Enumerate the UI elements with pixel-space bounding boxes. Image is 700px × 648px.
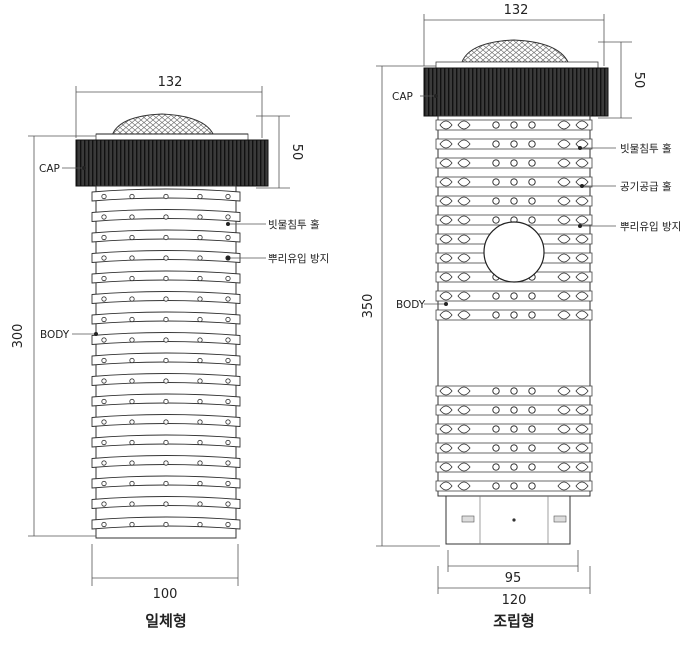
right-air-pipe xyxy=(483,221,545,283)
right-dim-inner-width: 95 xyxy=(505,571,522,586)
left-dim-cap-height: 50 xyxy=(289,144,304,161)
right-label-cap: CAP xyxy=(392,91,413,103)
left-leader-dots xyxy=(82,166,230,336)
left-label-root-block: 뿌리유입 방지 xyxy=(268,252,329,265)
left-body xyxy=(91,185,241,539)
left-dim-width-top: 132 xyxy=(158,75,183,90)
right-dim-cap-height: 50 xyxy=(631,72,646,89)
left-cap xyxy=(75,139,269,187)
right-label-root-block: 뿌리유입 방지 xyxy=(620,220,681,233)
right-product xyxy=(423,39,609,545)
left-label-cap: CAP xyxy=(39,163,60,175)
right-label-infiltration-hole: 빗물침투 홀 xyxy=(620,142,672,155)
left-dim-height: 300 xyxy=(11,324,26,349)
left-dimensions xyxy=(28,86,290,586)
left-label-body: BODY xyxy=(40,329,70,341)
right-dome xyxy=(435,39,599,69)
right-cap xyxy=(423,67,609,117)
right-dim-width-bottom: 120 xyxy=(502,593,527,608)
right-label-air-hole: 공기공급 홀 xyxy=(620,180,672,193)
right-leader-dots xyxy=(434,94,584,306)
left-title: 일체형 xyxy=(145,612,186,630)
left-dome xyxy=(95,113,249,141)
left-product xyxy=(75,113,269,539)
right-dim-width-top: 132 xyxy=(504,3,529,18)
right-body xyxy=(435,115,593,497)
right-dim-height: 350 xyxy=(361,294,376,319)
right-dimensions xyxy=(376,14,632,594)
right-label-body: BODY xyxy=(396,299,426,311)
right-title: 조립형 xyxy=(493,612,534,630)
left-label-infiltration-hole: 빗물침투 홀 xyxy=(268,218,320,231)
left-dim-width-bottom: 100 xyxy=(153,587,178,602)
right-base xyxy=(445,495,571,545)
